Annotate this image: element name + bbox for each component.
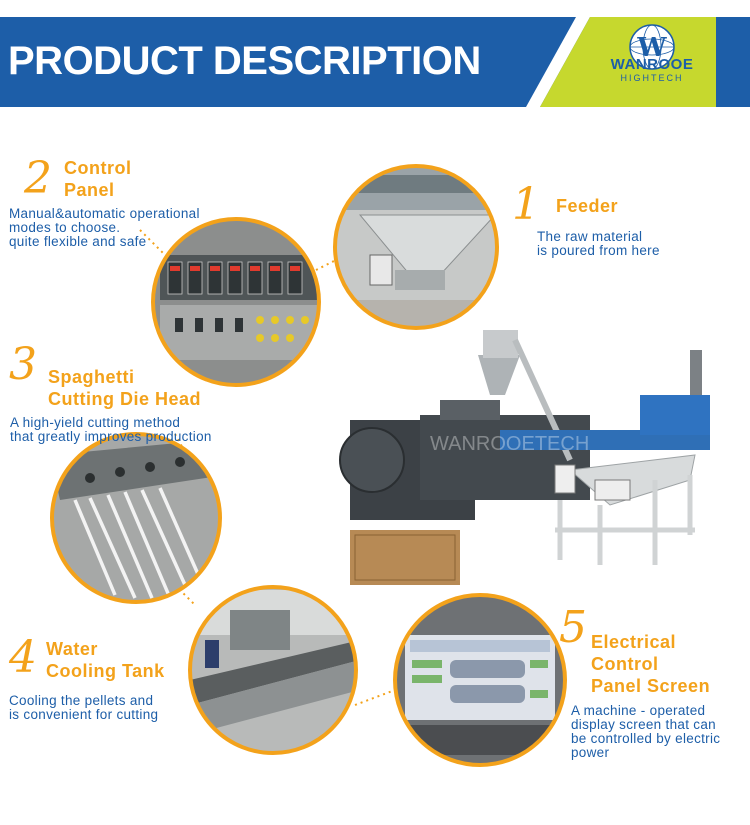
control-screen-photo: [395, 595, 565, 765]
control-panel-photo: [153, 219, 319, 385]
section-4-number: 4: [9, 632, 37, 683]
page-title: PRODUCT DESCRIPTION: [8, 39, 481, 83]
die-head-photo: [52, 434, 220, 602]
watermark-text: WANROOETECH: [430, 433, 589, 455]
extruder-machine-illustration: [339, 330, 710, 585]
section-2-number: 2: [24, 153, 52, 204]
feeder-photo: [335, 166, 497, 328]
section-4-description: Cooling the pellets and is convenient fo…: [9, 693, 159, 722]
section-1-number: 1: [512, 179, 540, 230]
brand-subtitle: HIGHTECH: [620, 73, 684, 83]
header-banner: PRODUCT DESCRIPTION: [0, 17, 750, 107]
section-3-number: 3: [9, 339, 37, 390]
section-1-title: Feeder: [556, 196, 619, 216]
brand-name: WANROOE: [610, 56, 694, 73]
section-5-number: 5: [559, 602, 587, 653]
